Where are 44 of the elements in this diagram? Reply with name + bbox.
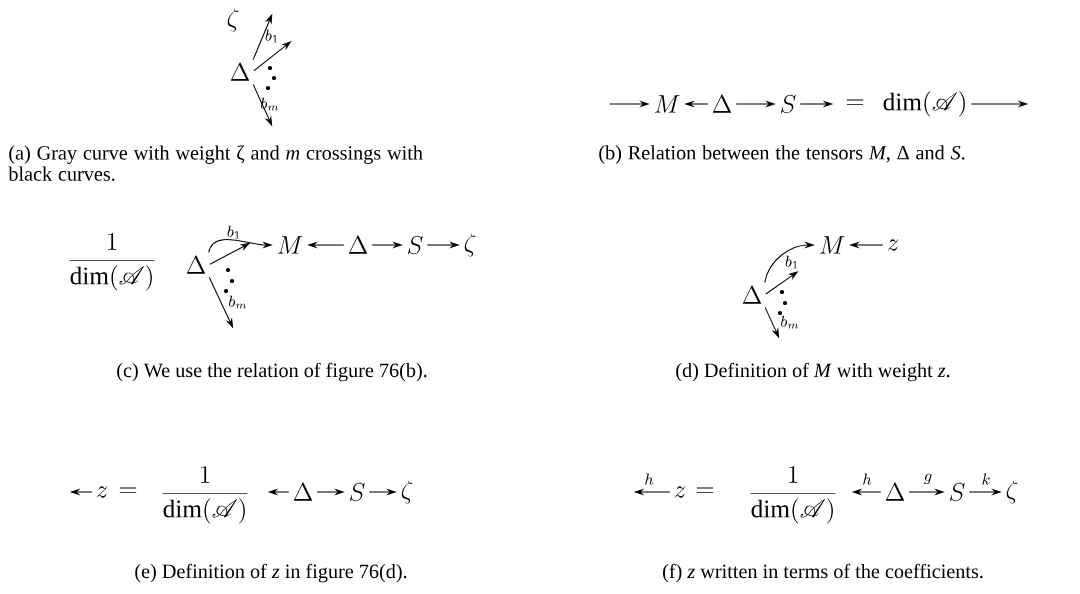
math-symbol: $\Delta$ xyxy=(230,62,250,81)
caption: (b) Relation between the tensors M, Δ and S. xyxy=(599,145,965,164)
edge-label: $g$ xyxy=(924,473,932,485)
math-symbol: $M$ xyxy=(277,236,303,254)
fraction: $\frac{1}{\dim(\mathscr{A})}$ xyxy=(162,465,248,524)
math-symbol: $S$ xyxy=(780,94,796,114)
math-symbol: $z$ xyxy=(887,239,899,251)
caption: (e) Definition of z in figure 76(d). xyxy=(135,563,407,583)
math-symbol: $z$ xyxy=(96,486,108,498)
math-symbol: $\zeta$ xyxy=(464,233,476,257)
math-symbol: $z$ xyxy=(674,486,686,498)
math-symbol: $\Delta$ xyxy=(293,482,313,501)
edge-label: $b_1$ xyxy=(265,29,278,43)
edge-label: $b_1$ xyxy=(227,225,240,239)
math-symbol: $\Delta$ xyxy=(885,482,905,501)
edge-label: $h$ xyxy=(863,473,872,485)
edge-label: $b_m$ xyxy=(229,295,247,309)
math-symbol: $S$ xyxy=(949,482,965,502)
math-symbol: $M$ xyxy=(819,236,845,254)
edge-label: $h$ xyxy=(645,473,654,485)
fraction: $\frac{1}{\dim(\mathscr{A})}$ xyxy=(750,465,836,524)
fraction: $\frac{1}{\dim(\mathscr{A})}$ xyxy=(69,232,155,291)
caption: (d) Definition of M with weight z. xyxy=(676,362,950,382)
caption: (c) We use the relation of figure 76(b). xyxy=(117,362,427,382)
math-symbol: $\zeta$ xyxy=(401,480,413,504)
caption: (a) Gray curve with weight ζ and m crossings with black curves. xyxy=(8,145,423,181)
math-symbol: $S$ xyxy=(407,235,423,255)
equals-sign: $=$ xyxy=(696,487,714,494)
edge-label: $\zeta$ xyxy=(227,8,239,32)
math-symbol: $\dim(\mathscr{A})$ xyxy=(883,91,965,117)
caption: (f) z written in terms of the coefficients. xyxy=(663,563,983,583)
math-symbol: $S$ xyxy=(349,482,365,502)
edge-label: $k$ xyxy=(982,473,990,485)
math-symbol: $\Delta$ xyxy=(186,255,206,274)
equals-sign: $=$ xyxy=(846,99,864,106)
edge-label: $b_m$ xyxy=(261,97,279,111)
math-symbol: $M$ xyxy=(654,95,680,113)
math-symbol: $\Delta$ xyxy=(348,235,368,254)
math-symbol: $\Delta$ xyxy=(742,285,762,304)
edge-label: $b_1$ xyxy=(785,255,798,269)
equals-sign: $=$ xyxy=(119,487,137,494)
math-symbol: $\zeta$ xyxy=(1006,480,1018,504)
math-symbol: $\Delta$ xyxy=(712,94,732,113)
edge-label: $b_m$ xyxy=(781,315,799,329)
